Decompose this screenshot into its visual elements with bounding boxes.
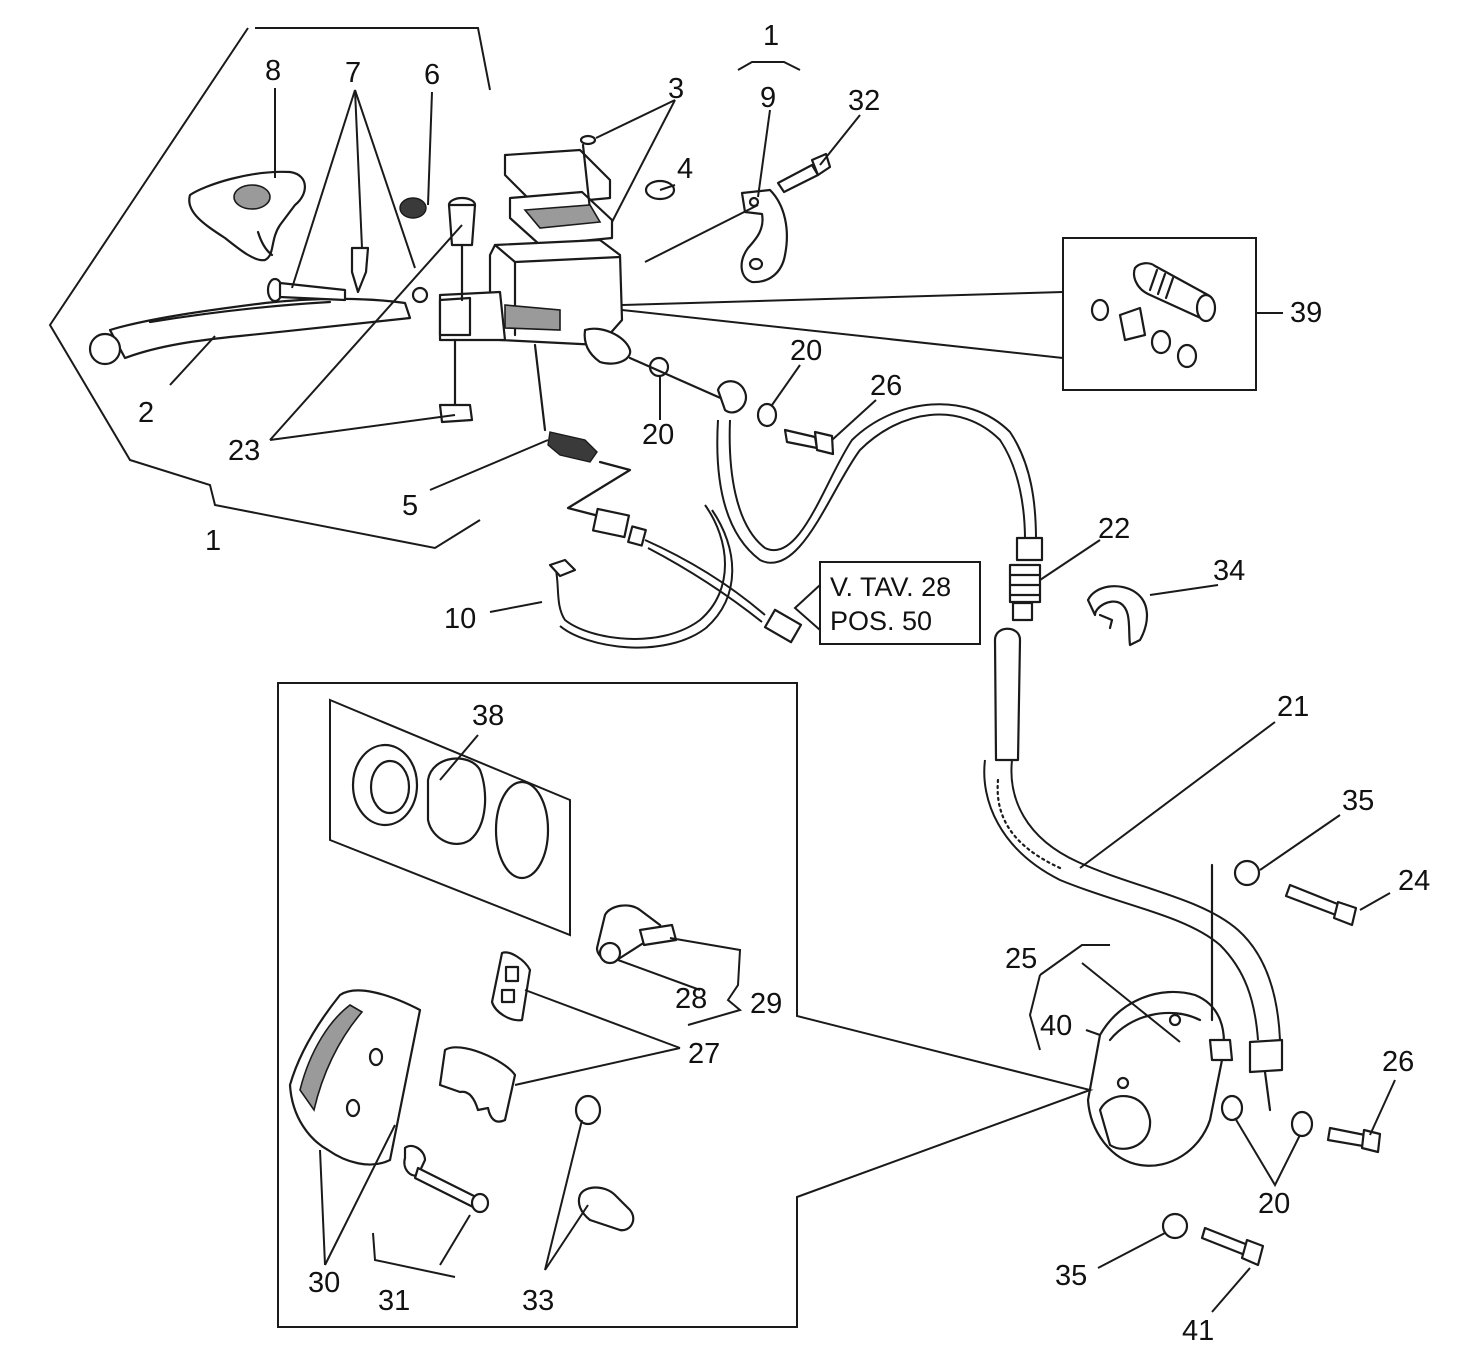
callout-21: 21 <box>1277 691 1309 723</box>
pad-pin-part <box>403 1144 490 1214</box>
lever-cover-part <box>188 170 306 262</box>
brake-caliper-part <box>1086 990 1234 1167</box>
leader-lines <box>169 61 1396 1313</box>
callout-25: 25 <box>1005 943 1037 975</box>
callout-23: 23 <box>228 435 260 467</box>
kit-39-box <box>621 237 1283 391</box>
callout-20-upper-left: 20 <box>642 419 674 451</box>
callout-5: 5 <box>402 490 418 522</box>
callout-29: 29 <box>750 988 782 1020</box>
callout-27: 27 <box>688 1038 720 1070</box>
master-cylinder-part <box>438 238 632 365</box>
callout-28: 28 <box>675 983 707 1015</box>
callout-3: 3 <box>668 73 684 105</box>
banjo-fitting-upper <box>628 356 835 456</box>
callout-9: 9 <box>760 82 776 114</box>
callout-10: 10 <box>444 603 476 635</box>
brake-lever-part <box>88 297 412 366</box>
callout-1-left: 1 <box>205 525 221 557</box>
brake-pads-part <box>288 989 422 1166</box>
brake-hose-upper <box>716 403 1044 622</box>
caliper-fasteners <box>1161 859 1382 1267</box>
callout-35-upper: 35 <box>1342 785 1374 817</box>
bleeder-part <box>595 904 678 965</box>
callout-41: 41 <box>1182 1315 1214 1347</box>
brake-switch-part <box>533 343 598 463</box>
callout-26-lower: 26 <box>1382 1046 1414 1078</box>
switch-wiring-part <box>548 460 803 649</box>
reservoir-lid-part <box>503 134 614 247</box>
reference-note <box>793 561 981 645</box>
reference-note-line1: V. TAV. 28 <box>830 572 951 602</box>
cap-part <box>399 197 427 219</box>
hose-clip-part <box>1086 585 1148 647</box>
callout-38: 38 <box>472 700 504 732</box>
callout-20-lower: 20 <box>1258 1188 1290 1220</box>
seal-kit-panel <box>329 698 571 937</box>
callout-30: 30 <box>308 1267 340 1299</box>
caliper-parts-box <box>277 682 1094 1328</box>
callout-1-top: 1 <box>763 20 779 52</box>
callout-22: 22 <box>1098 513 1130 545</box>
callout-40: 40 <box>1040 1010 1072 1042</box>
callout-34: 34 <box>1213 555 1245 587</box>
callout-8: 8 <box>265 55 281 87</box>
reference-note-line2: POS. 50 <box>830 606 932 636</box>
callout-31: 31 <box>378 1285 410 1317</box>
group-1-bracket <box>255 27 491 91</box>
callout-4: 4 <box>677 153 693 185</box>
pivot-bolt-part <box>266 246 429 304</box>
pad-spring-parts <box>438 951 532 1123</box>
callout-20-upper-right: 20 <box>790 335 822 367</box>
callout-39: 39 <box>1290 297 1322 329</box>
callout-6: 6 <box>424 59 440 91</box>
hose-bracket-part <box>740 152 832 284</box>
callout-32: 32 <box>848 85 880 117</box>
callout-26-upper: 26 <box>870 370 902 402</box>
callout-7: 7 <box>345 57 361 89</box>
caliper-caps-part <box>574 1094 635 1232</box>
callout-2: 2 <box>138 397 154 429</box>
brake-hose-lower <box>983 627 1284 1112</box>
callout-33: 33 <box>522 1285 554 1317</box>
callout-24: 24 <box>1398 865 1430 897</box>
callout-35-lower: 35 <box>1055 1260 1087 1292</box>
